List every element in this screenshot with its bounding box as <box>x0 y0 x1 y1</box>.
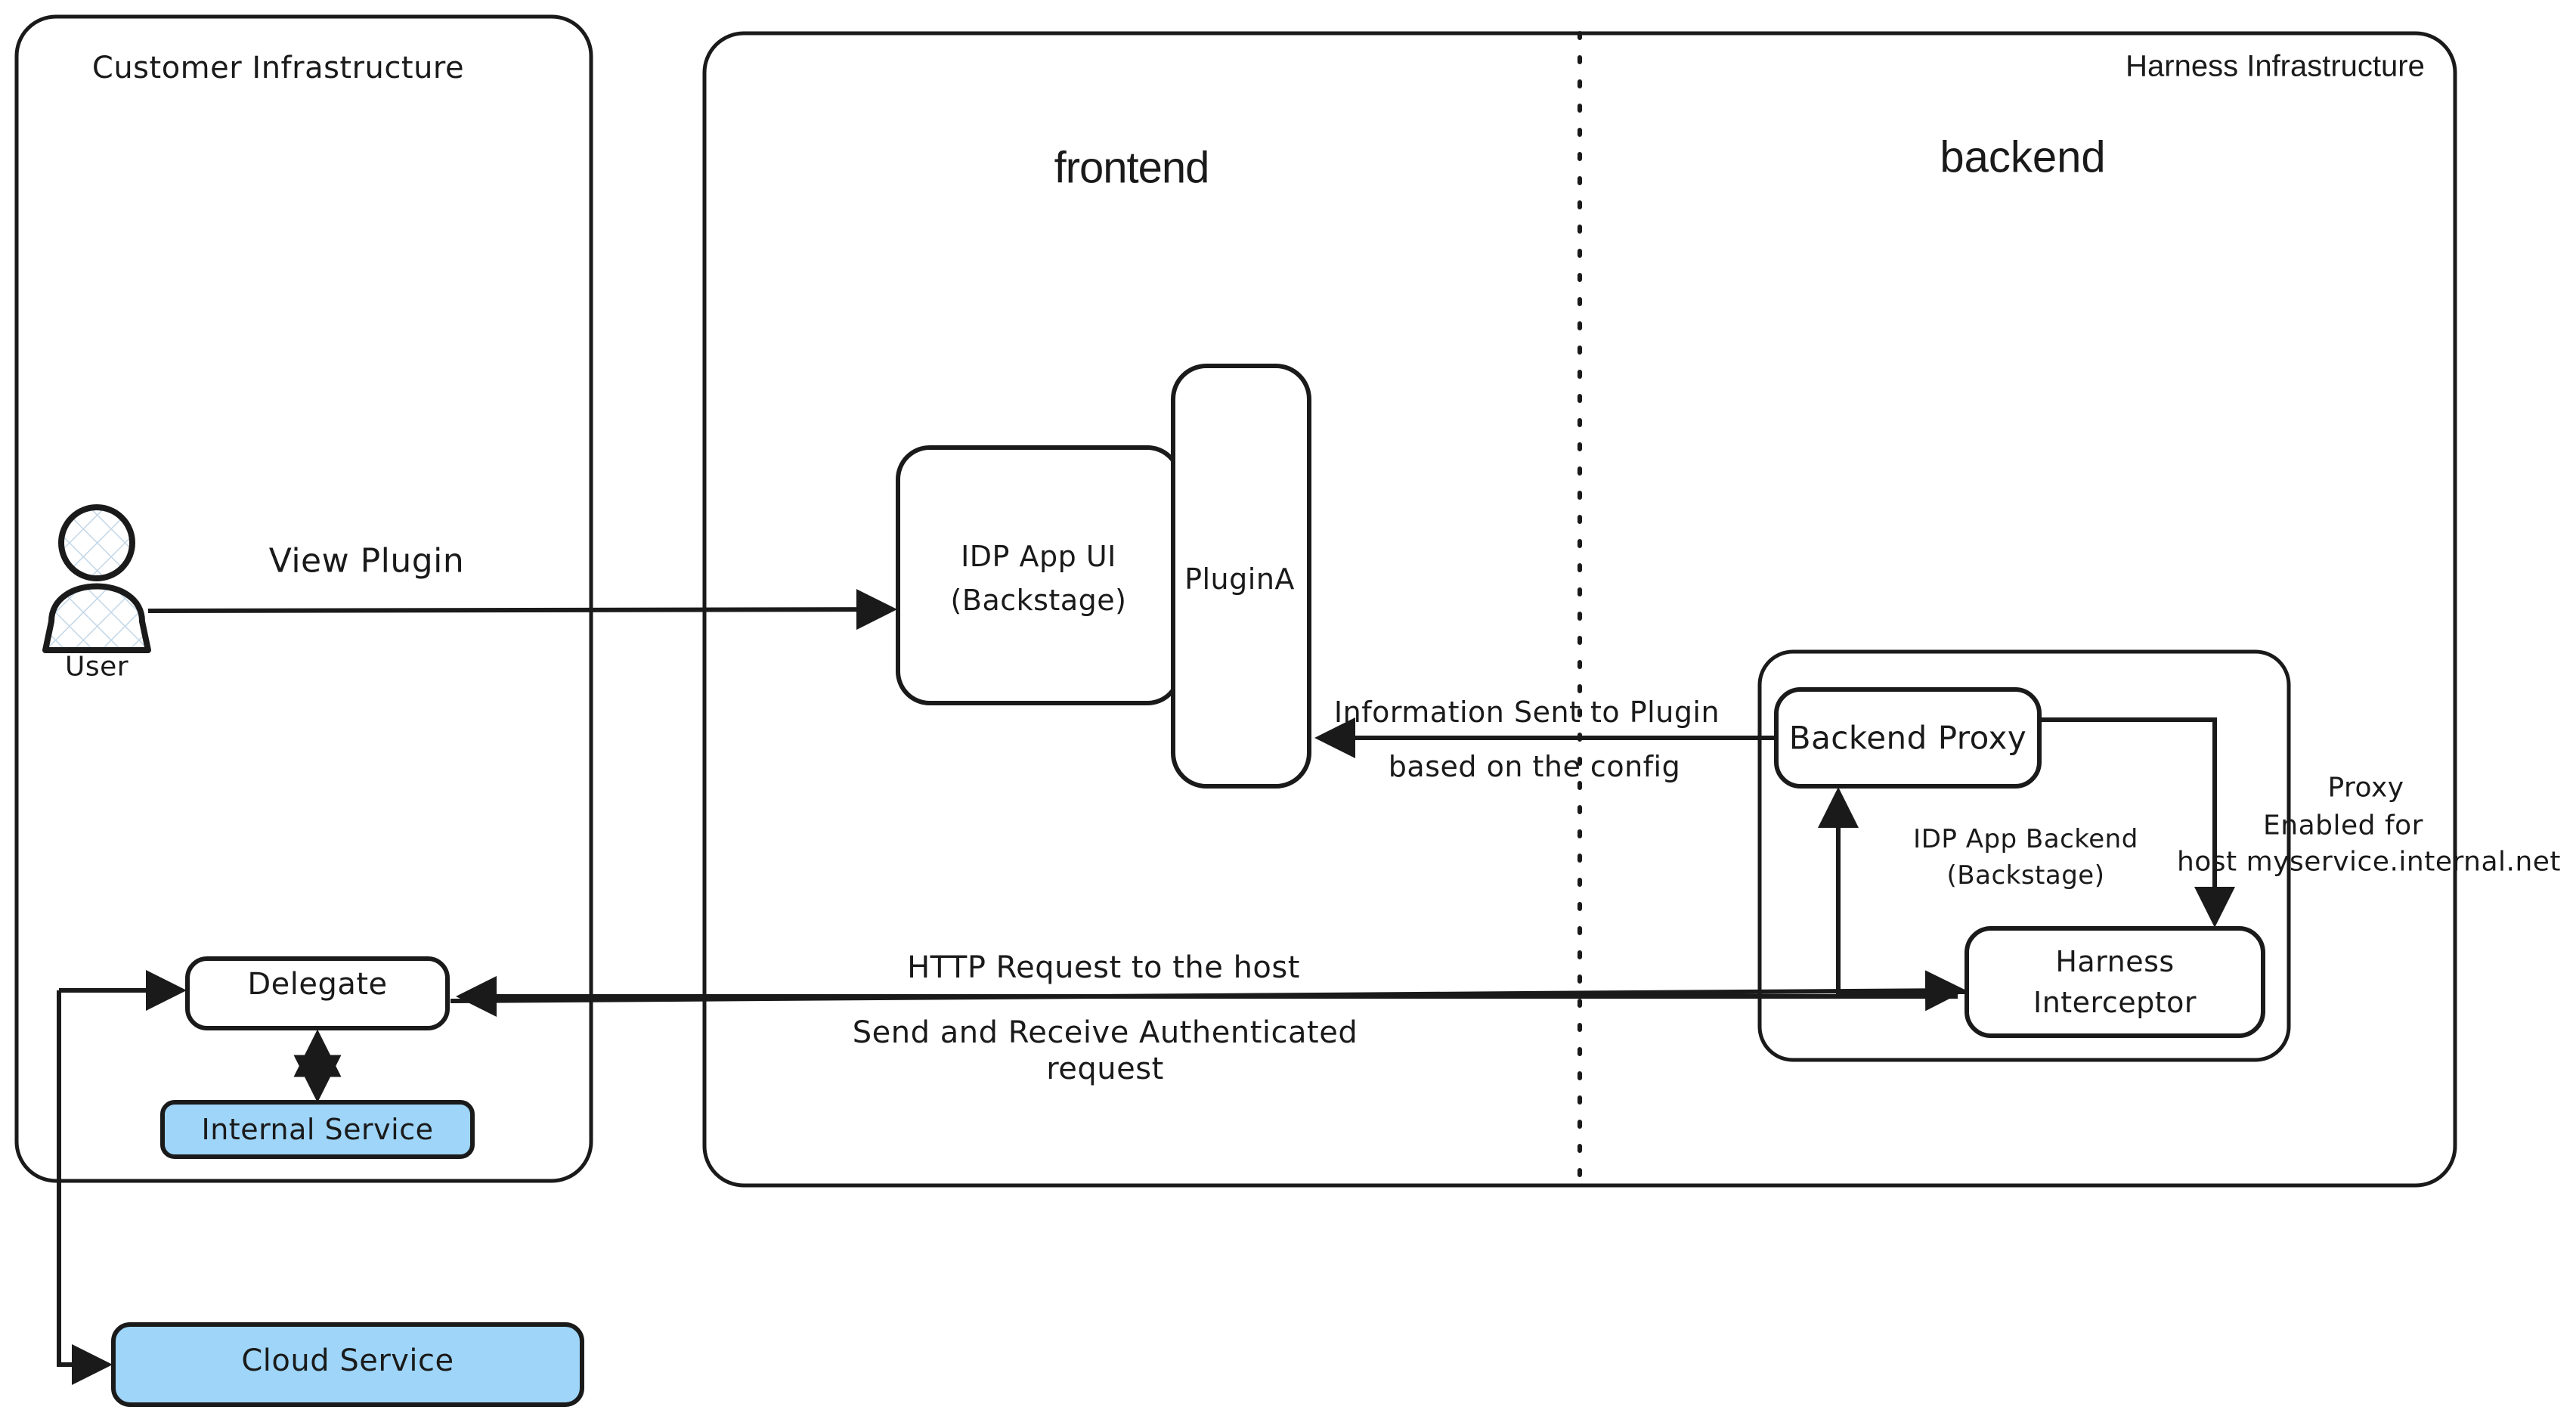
user-actor-icon <box>42 504 151 653</box>
frontend-title: frontend <box>1054 143 1210 193</box>
node-cloud-service[interactable] <box>111 1322 584 1407</box>
annotation-proxy-note-line1: Proxy <box>2327 772 2404 804</box>
node-label-internal-service: Internal Service <box>201 1113 434 1146</box>
node-label-idp-app-ui-line2: (Backstage) <box>950 584 1127 617</box>
node-label-harness-interceptor-line1: Harness <box>2055 945 2175 978</box>
edge-backend-proxy-to-harness-interceptor <box>2039 717 2235 928</box>
node-label-harness-interceptor-line2: Interceptor <box>2033 986 2197 1019</box>
container-label-idp-app-backend-line1: IDP App Backend <box>1913 824 2138 854</box>
container-label-idp-app-backend-line2: (Backstage) <box>1946 860 2105 891</box>
node-label-backend-proxy: Backend Proxy <box>1788 719 2027 757</box>
annotation-proxy-note-line2: Enabled for <box>2263 810 2423 841</box>
backend-title: backend <box>1940 132 2106 182</box>
harness-infrastructure-title: Harness Infrastructure <box>2126 49 2425 83</box>
edge-label-info-sent-line2: based on the config <box>1388 750 1681 783</box>
edge-label-http-request: HTTP Request to the host <box>907 950 1300 985</box>
node-plugin-a[interactable] <box>1171 364 1311 789</box>
node-label-delegate: Delegate <box>247 967 388 1002</box>
node-label-cloud-service: Cloud Service <box>241 1343 454 1378</box>
edge-user-to-idp-app-ui <box>147 589 897 631</box>
edge-delegate-to-cloud-service <box>57 990 113 1385</box>
user-label: User <box>64 651 129 683</box>
node-delegate[interactable] <box>185 956 450 1030</box>
customer-infrastructure-title: Customer Infrastructure <box>91 51 465 85</box>
container-customer-infrastructure <box>14 14 593 1183</box>
edge-label-info-sent-line1: Information Sent to Plugin <box>1333 696 1720 729</box>
edge-label-send-receive-line1: Send and Receive Authenticated <box>852 1015 1358 1050</box>
edge-label-view-plugin: View Plugin <box>268 541 465 581</box>
node-harness-interceptor[interactable] <box>1965 926 2265 1038</box>
node-label-plugin-a: PluginA <box>1184 562 1295 596</box>
edge-label-send-receive-line2: request <box>1046 1052 1164 1086</box>
node-idp-app-ui[interactable] <box>896 445 1181 705</box>
node-label-idp-app-ui-line1: IDP App UI <box>961 540 1116 573</box>
annotation-proxy-note-line3: host myservice.internal.net <box>2176 846 2562 878</box>
